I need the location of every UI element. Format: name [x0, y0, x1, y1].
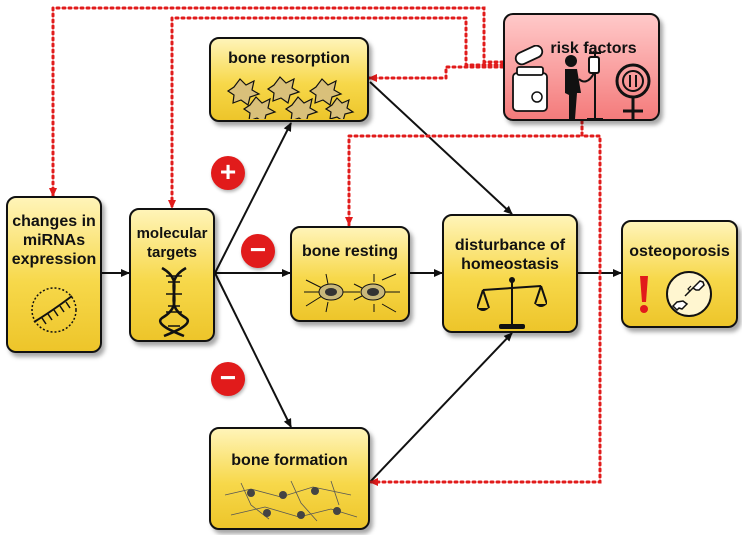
pills-icon [512, 45, 548, 112]
node-molecular-targets: molecular targets [129, 208, 215, 342]
node-osteoporosis: osteoporosis [621, 220, 738, 328]
dotted-risk-to-resting [345, 119, 584, 227]
balance-scale-icon [477, 277, 547, 329]
broken-bone-icon [666, 271, 712, 317]
arrow-targets-to-formation [214, 272, 292, 428]
node-resting-label: bone resting [301, 243, 398, 260]
ribosome-icon [31, 287, 77, 333]
node-mirna-label: changes in miRNAs expression [11, 213, 97, 268]
dna-helix-icon [158, 266, 190, 338]
sign-minus-resting: − [241, 234, 275, 268]
osteoclast-icon [226, 76, 355, 119]
exclamation-icon [640, 276, 648, 313]
node-formation-label: bone formation [231, 452, 348, 469]
osteoblast-icon [224, 480, 358, 522]
arrow-targets-to-resorption [214, 122, 292, 274]
node-mirna-changes: changes in miRNAs expression [6, 196, 102, 353]
node-bone-resting: bone resting [290, 226, 410, 322]
node-bone-formation: bone formation [209, 427, 370, 530]
dotted-risk-to-targets [168, 16, 505, 210]
dotted-risk-to-mirna [49, 6, 505, 198]
sign-minus-formation: − [211, 362, 245, 396]
iv-patient-icon [565, 52, 603, 120]
node-bone-resorption: bone resorption [209, 37, 369, 122]
sign-plus-resorption: + [211, 156, 245, 190]
node-disturbance-label: disturbance of homeostasis [454, 237, 566, 273]
node-targets-label: molecular targets [136, 225, 208, 261]
arrow-formation-to-disturbance [369, 332, 513, 483]
dotted-risk-to-formation [368, 119, 602, 486]
node-disturbance-homeostasis: disturbance of homeostasis [442, 214, 578, 333]
node-osteoporosis-label: osteoporosis [629, 243, 730, 260]
node-resorption-label: bone resorption [228, 50, 350, 67]
female-symbol-icon [615, 63, 651, 121]
osteocyte-icon [304, 273, 400, 313]
dotted-risk-to-resorption [367, 65, 505, 82]
arrow-resorption-to-disturbance [369, 81, 513, 215]
node-risk-factors: risk factors [503, 13, 660, 121]
node-risk-label: risk factors [550, 40, 637, 57]
